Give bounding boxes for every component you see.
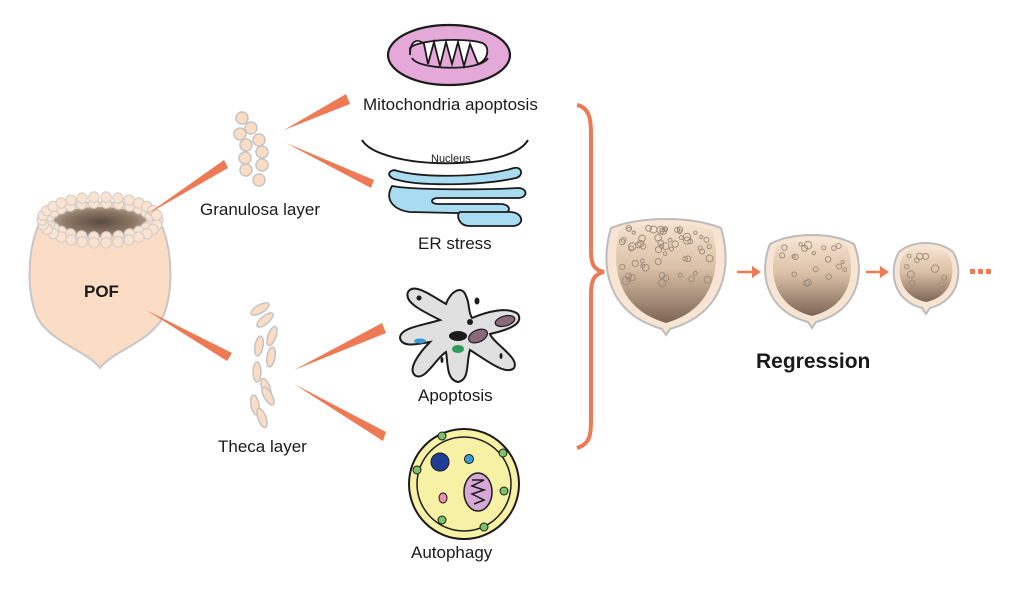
granulosa-cell [252,133,266,147]
pof-rim-cell [100,191,112,203]
granulosa-cell [239,138,253,152]
pof-rim-cell [112,236,124,248]
connector-theca-autophagy [294,384,386,441]
theca-cell [261,386,275,406]
pof-rim-cell [112,192,124,204]
pof-rim-cell [151,209,163,221]
connector-granulosa-mito [284,94,350,130]
convergence-brace [576,103,605,450]
theca-cell [253,335,265,357]
er-nucleus-icon [361,139,529,227]
pof-rim-cell [88,237,100,249]
pof-rim-cell [65,194,77,206]
granulosa-cell [252,173,266,187]
granulosa-cell [238,151,252,165]
regression-stage-1 [605,218,727,337]
granulosa-cell [233,127,247,141]
theca-cell [252,361,262,383]
connector-pof-granulosa [146,160,228,215]
regression-stages [605,218,960,337]
nucleus-label: Nucleus [431,153,471,165]
theca-cell [250,302,270,316]
regression-stage-2 [764,234,860,330]
pof-rim-cell [123,194,135,206]
theca-cell [256,407,268,429]
arrow-stage2-stage3 [866,266,889,278]
theca-cell [256,312,274,328]
continuation-dots [970,269,991,274]
granulosa-cells-icon [233,111,269,187]
pof-label: POF [84,282,119,301]
pof-rim-cell [65,234,77,246]
theca-cells-icon [249,302,278,429]
granulosa-layer-label: Granulosa layer [200,200,321,219]
pof-rim-cell [88,191,100,203]
autophagy-label: Autophagy [411,543,493,562]
granulosa-cell [244,121,258,135]
regression-label: Regression [756,350,871,373]
pof-rim-cell [100,237,112,249]
arrow-stage1-stage2 [737,266,761,278]
granulosa-cell [235,111,249,125]
pof-rim-cell [123,234,135,246]
pof-rim-cell [76,236,88,248]
pof-rim-cell [76,192,88,204]
apoptosis-label: Apoptosis [418,386,493,405]
connector-theca-apoptosis [294,323,386,370]
connector-pof-theca [146,310,232,361]
theca-layer-label: Theca layer [218,437,307,456]
connector-granulosa-er [286,143,374,188]
pof-follicle [28,191,172,370]
autophagosome-icon [408,428,520,540]
apoptotic-cell-icon [398,287,521,384]
granulosa-cell [239,163,253,177]
mitochondrion-icon [386,23,512,87]
pof-rim-cell [55,197,67,209]
er-stress-label: ER stress [418,234,492,253]
mitochondria-apoptosis-label: Mitochondria apoptosis [363,95,538,114]
theca-cell [265,346,277,368]
regression-stage-3 [892,242,960,316]
theca-cell [266,325,278,347]
granulosa-cell [255,145,269,159]
granulosa-cell [255,158,269,172]
pof-rim-cell [133,231,145,243]
